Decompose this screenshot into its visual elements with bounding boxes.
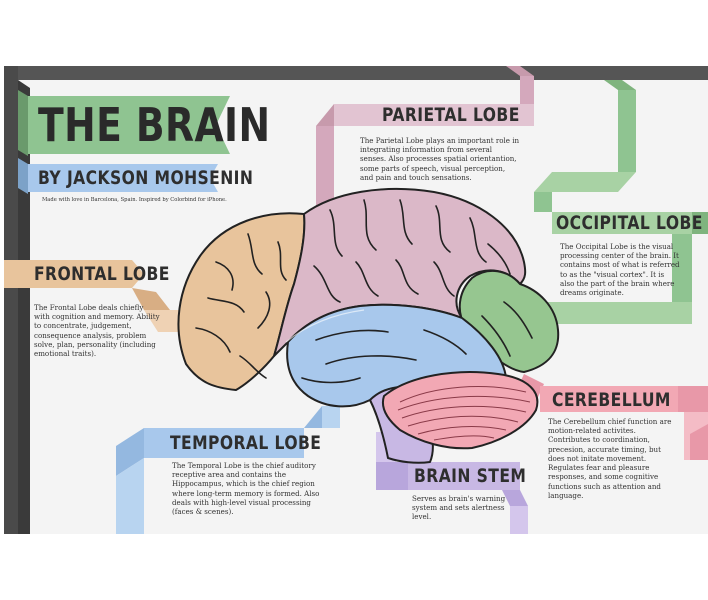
temporal-title: TEMPORAL LOBE bbox=[170, 432, 322, 454]
left-bar bbox=[4, 66, 18, 534]
highlight bbox=[285, 309, 365, 343]
temporal-desc: The Temporal Lobe is the chief auditory … bbox=[172, 461, 320, 517]
brainstem-ribbon bbox=[376, 432, 528, 534]
brain-folds bbox=[195, 199, 533, 384]
brainstem-desc: Serves as brain's warning system and set… bbox=[412, 494, 506, 522]
cerebellum-region bbox=[382, 371, 539, 450]
cerebellum-lines bbox=[397, 386, 531, 441]
left-bar-shade bbox=[18, 80, 30, 534]
cerebellum-desc: The Cerebellum chief function are motion… bbox=[548, 417, 672, 500]
parietal-region bbox=[273, 187, 527, 357]
brain-illustration bbox=[177, 187, 560, 464]
parietal-title: PARIETAL LOBE bbox=[382, 104, 520, 126]
frontal-desc: The Frontal Lobe deals chiefly with cogn… bbox=[34, 303, 160, 359]
credit-line: Made with love in Barcelona, Spain. Insp… bbox=[42, 197, 227, 203]
top-bar bbox=[4, 66, 708, 80]
occipital-title: OCCIPITAL LOBE bbox=[556, 212, 703, 234]
title-banner bbox=[18, 90, 230, 194]
parietal-desc: The Parietal Lobe plays an important rol… bbox=[360, 136, 520, 182]
brainstem-title: BRAIN STEM bbox=[414, 465, 527, 487]
frontal-region bbox=[177, 212, 306, 391]
page-title: THE BRAIN bbox=[38, 98, 271, 152]
frontal-title: FRONTAL LOBE bbox=[34, 263, 170, 285]
byline: BY JACKSON MOHSENIN bbox=[38, 167, 254, 189]
cerebellum-title: CEREBELLUM bbox=[552, 389, 671, 411]
poster-graphics bbox=[4, 66, 708, 534]
occipital-desc: The Occipital Lobe is the visual process… bbox=[560, 242, 680, 298]
temporal-ribbon bbox=[116, 406, 340, 534]
poster: THE BRAIN BY JACKSON MOHSENIN Made with … bbox=[4, 66, 708, 534]
